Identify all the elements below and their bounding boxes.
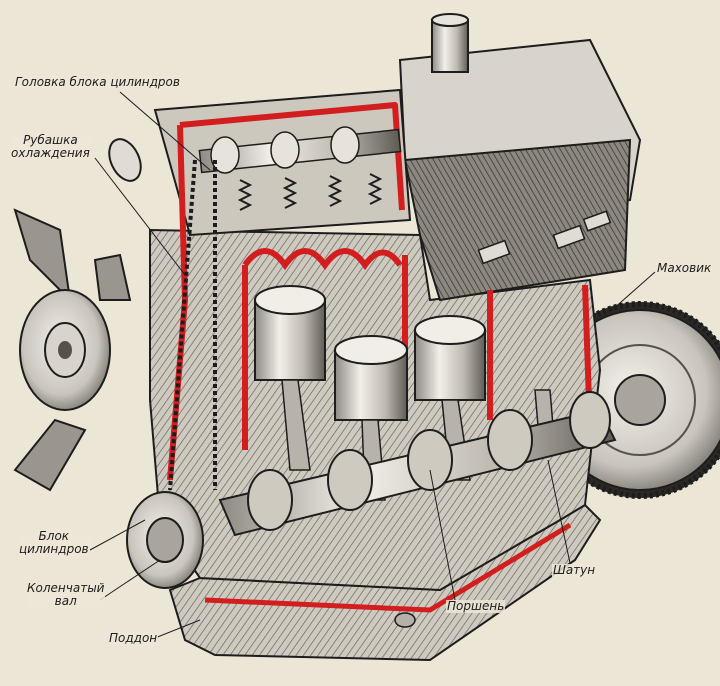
piston bbox=[334, 335, 408, 421]
label-piston: Поршень bbox=[446, 599, 506, 613]
leader-lines bbox=[89, 91, 656, 641]
label-flywheel: Маховик bbox=[656, 261, 713, 275]
label-cooling-jacket: Рубашка охлаждения bbox=[10, 134, 91, 160]
label-crankshaft-line2: вал bbox=[54, 594, 77, 608]
timing-chain bbox=[168, 159, 217, 491]
label-cylinder-block-line1: Блок bbox=[38, 529, 70, 543]
water-outlet bbox=[108, 138, 142, 182]
label-crankshaft: Коленчатый вал bbox=[26, 581, 106, 608]
label-cylinder-head: Головка блока цилиндров bbox=[14, 75, 181, 89]
label-cylinder-block: Блок цилиндров bbox=[18, 530, 90, 556]
label-cylinder-block-line2: цилиндров bbox=[19, 542, 89, 556]
crank-pulley bbox=[126, 491, 204, 589]
piston bbox=[414, 315, 486, 401]
pistons bbox=[254, 285, 486, 421]
camshaft bbox=[198, 126, 402, 174]
spark-plugs bbox=[477, 210, 612, 265]
piston bbox=[254, 285, 326, 381]
oil-filler-cap bbox=[431, 13, 469, 73]
drain-plug bbox=[394, 612, 416, 628]
crankshaft bbox=[218, 391, 617, 537]
label-cooling-jacket-line2: охлаждения bbox=[11, 146, 90, 160]
label-cooling-jacket-line1: Рубашка bbox=[23, 133, 78, 147]
oil-pan-red-section bbox=[204, 522, 572, 613]
label-crankshaft-line1: Коленчатый bbox=[27, 581, 105, 595]
combustion-chambers bbox=[242, 248, 403, 271]
label-oil-pan: Поддон bbox=[108, 631, 159, 645]
head-side bbox=[403, 138, 632, 302]
label-connecting-rod: Шатун bbox=[552, 563, 597, 577]
valve-springs bbox=[237, 173, 383, 211]
cooling-fan bbox=[13, 208, 132, 492]
